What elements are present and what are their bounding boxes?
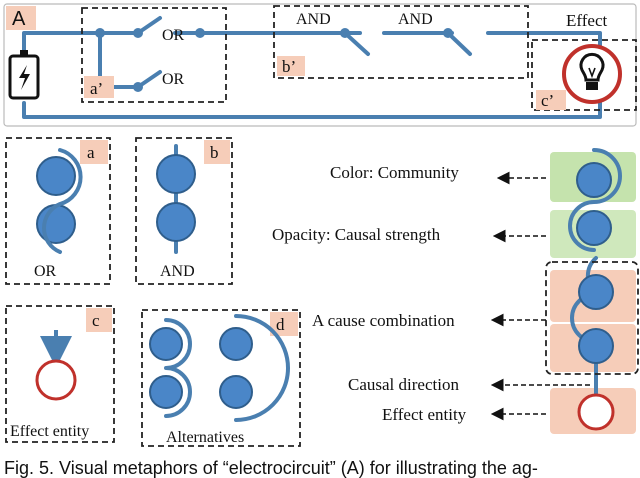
- entity-node: [219, 375, 253, 409]
- figure-caption: Fig. 5. Visual metaphors of “electrocirc…: [4, 458, 538, 478]
- lightbulb-icon: [562, 44, 622, 104]
- tag-c-prime: c’: [541, 91, 554, 110]
- glyph-d-alternatives: d Alternatives: [141, 309, 301, 447]
- tag-a-prime: a’: [90, 79, 103, 98]
- box-c-prime: [531, 39, 637, 111]
- entity-node: [156, 154, 196, 194]
- panel-a-frame: [3, 3, 637, 127]
- box-d: [141, 309, 301, 447]
- caption-effect-entity: Effect entity: [10, 423, 89, 440]
- panel-a-label: A: [12, 8, 26, 30]
- and-label-2: AND: [398, 11, 433, 28]
- legend-labels: Color: Community Opacity: Causal strengt…: [272, 163, 590, 424]
- effect-node: [35, 359, 77, 401]
- box-b-prime: [273, 5, 529, 79]
- caption-alternatives: Alternatives: [166, 429, 244, 446]
- entity-node: [149, 375, 183, 409]
- or-label-top: OR: [162, 27, 185, 44]
- effect-label: Effect: [566, 11, 607, 30]
- switch-icon: [446, 31, 472, 56]
- alt-connector-2: [234, 314, 290, 422]
- effect-node: [577, 393, 615, 431]
- alt-connector-1: [164, 318, 192, 418]
- tag-c-prime-bg: [536, 90, 566, 110]
- tag-c: c: [92, 311, 100, 330]
- legend-chain: [545, 148, 639, 434]
- tag-b-prime: b’: [282, 57, 296, 76]
- tag-a: a: [87, 143, 95, 162]
- panel-a-tag: [6, 6, 36, 30]
- tag-d: d: [276, 315, 285, 334]
- switch-icon: [343, 31, 370, 56]
- legend-effect-entity: Effect entity: [382, 405, 467, 424]
- entity-node: [219, 327, 253, 361]
- entity-node: [156, 202, 196, 242]
- box-a: [5, 137, 111, 285]
- entity-node: [578, 274, 614, 310]
- glyph-b-and: b AND: [135, 137, 233, 285]
- or-label-bottom: OR: [162, 71, 185, 88]
- legend-direction: Causal direction: [348, 375, 459, 394]
- box-c: [5, 305, 115, 443]
- entity-node: [578, 328, 614, 364]
- and-label-1: AND: [296, 11, 331, 28]
- legend-color: Color: Community: [330, 163, 459, 182]
- entity-node: [576, 162, 612, 198]
- glyph-a-or: a OR: [5, 137, 111, 285]
- glyph-c-effect: c Effect entity: [5, 305, 115, 443]
- connector-or-top: [568, 148, 622, 252]
- tag-a-prime-bg: [84, 76, 114, 98]
- legend-combination: A cause combination: [312, 311, 455, 330]
- entity-node: [36, 156, 76, 196]
- tag-b-prime-bg: [277, 56, 305, 76]
- battery-icon: [8, 50, 40, 100]
- caption-and: AND: [160, 263, 195, 280]
- entity-node: [576, 210, 612, 246]
- or-switches: [95, 16, 207, 92]
- legend-opacity: Opacity: Causal strength: [272, 225, 441, 244]
- panel-a-circuit: A OR OR a’: [3, 3, 637, 127]
- box-b: [135, 137, 233, 285]
- box-a-prime: [81, 7, 227, 103]
- or-connector: [42, 148, 83, 254]
- box-combination: [545, 261, 639, 375]
- entity-node: [149, 327, 183, 361]
- tag-b: b: [210, 143, 219, 162]
- caption-or: OR: [34, 263, 57, 280]
- and-switches: [328, 28, 472, 56]
- circuit-wire: [22, 31, 602, 119]
